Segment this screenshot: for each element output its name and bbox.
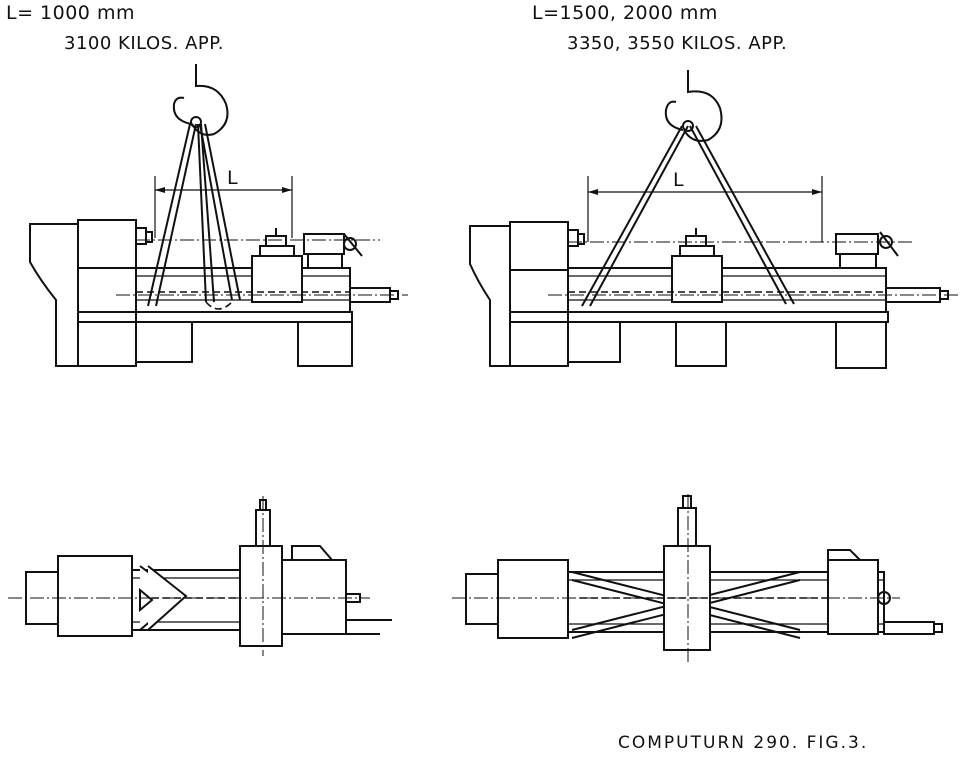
dimension-l-right: L [587, 169, 823, 242]
dimension-label-right: L [673, 169, 684, 191]
left-length-spec: L= 1000 mm [6, 2, 135, 24]
lathe-plan-view-short [8, 496, 392, 656]
figure-caption: COMPUTURN 290. FIG.3. [618, 733, 869, 753]
lathe-side-view-long: L [469, 70, 960, 369]
crane-hook-right [664, 70, 723, 142]
dimension-label-left: L [227, 167, 238, 189]
dimension-l-left: L [154, 167, 293, 238]
left-weight-spec: 3100 KILOS. APP. [64, 33, 225, 54]
right-weight-spec: 3350, 3550 KILOS. APP. [567, 33, 788, 54]
lathe-plan-view-long [452, 494, 943, 664]
right-length-spec: L=1500, 2000 mm [532, 2, 718, 24]
lathe-side-view-short: L [29, 64, 408, 367]
lifting-slings-left [147, 123, 241, 307]
